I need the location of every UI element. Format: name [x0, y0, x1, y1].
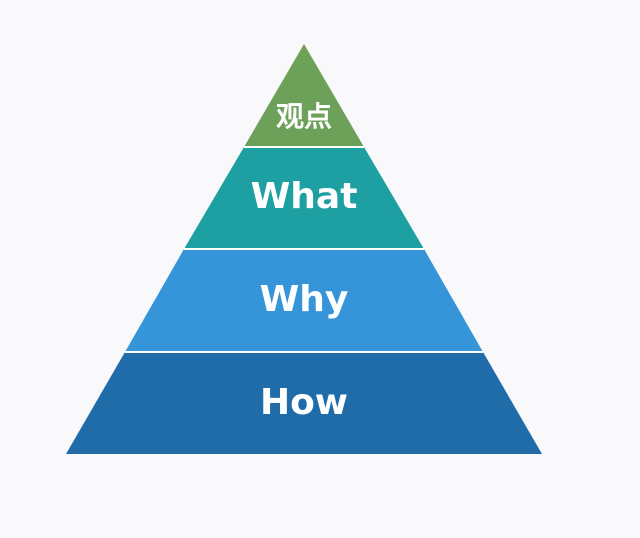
tier-what-shape: [184, 147, 424, 249]
tier-why-label: Why: [260, 279, 349, 320]
tier-why-shape: [125, 249, 483, 352]
tier-viewpoint-shape: [244, 44, 364, 147]
tier-how-label: How: [260, 382, 348, 423]
tier-how-shape: [66, 352, 542, 454]
tier-what-label: What: [251, 176, 358, 217]
tier-viewpoint-label: 观点: [276, 100, 332, 133]
